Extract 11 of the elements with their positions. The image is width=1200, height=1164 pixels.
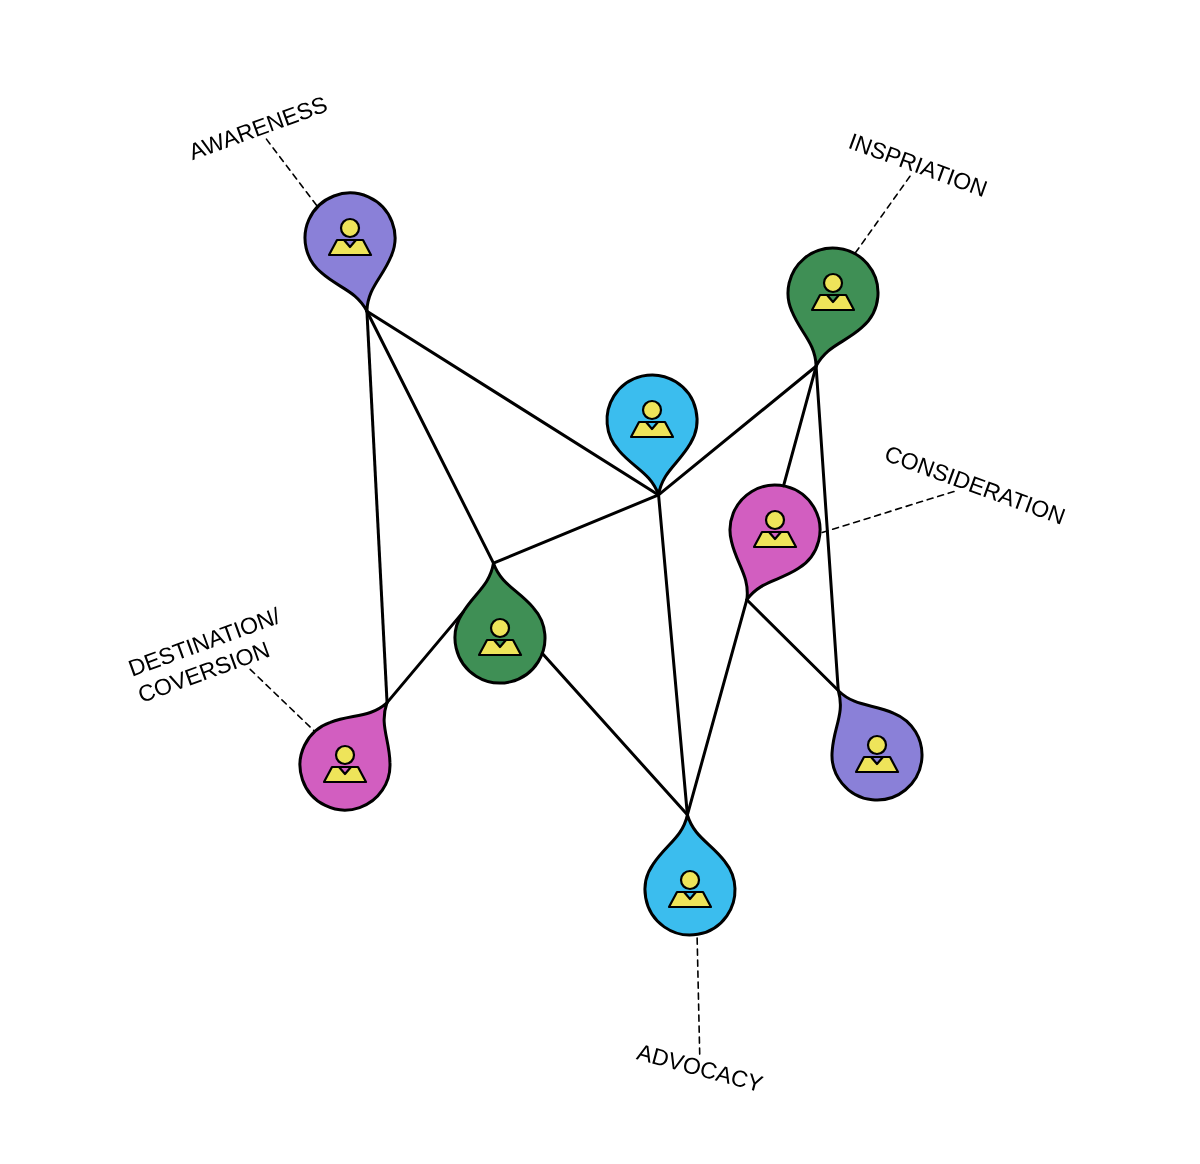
connector-line — [365, 309, 389, 705]
leader-line — [265, 138, 319, 208]
connector-line — [814, 364, 840, 693]
leader-line — [249, 668, 316, 733]
connector-line — [540, 651, 689, 817]
leader-line — [819, 490, 955, 534]
connector-line — [782, 364, 818, 488]
connector-line — [685, 598, 749, 817]
connector-line — [745, 598, 840, 693]
connector-line — [385, 610, 465, 705]
leader-line — [854, 175, 911, 255]
